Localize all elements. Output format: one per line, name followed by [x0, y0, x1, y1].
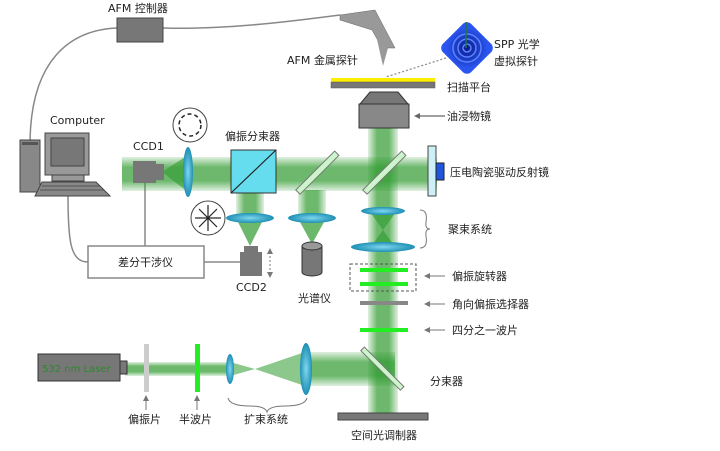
- azimuthal-polarization-icon: [172, 107, 208, 143]
- spp-probe-label-2: 虚拟探针: [494, 54, 538, 68]
- mirror-main: [362, 150, 407, 195]
- polarizer: [144, 344, 149, 392]
- computer-icon: [19, 132, 112, 197]
- beam-focus-ccd1: [162, 155, 188, 192]
- ccd2-body: [240, 252, 262, 276]
- spectrometer-label: 光谱仪: [298, 291, 331, 305]
- ccd1-lens: [183, 147, 193, 197]
- focus-system-brace: [419, 209, 431, 249]
- beam-laser: [125, 362, 230, 376]
- focus-lens-1: [361, 207, 405, 215]
- objective-top: [358, 91, 410, 105]
- beam-splitter-label: 分束器: [430, 375, 463, 388]
- radial-polarization-icon: [190, 200, 226, 236]
- cable-computer-afm: [29, 27, 118, 146]
- beam-splitter: [360, 346, 405, 391]
- beam-expand-1: [230, 362, 255, 376]
- differential-interferometer-label: 差分干涉仪: [118, 255, 173, 269]
- beam-focus-ccd2: [238, 222, 262, 246]
- focus-system-label: 聚束系统: [448, 223, 492, 236]
- afm-controller-box: [116, 17, 164, 43]
- mirror-spectrometer: [295, 150, 340, 195]
- spatial-light-modulator: [337, 412, 429, 421]
- spp-probe-label-1: SPP 光学: [494, 37, 540, 51]
- expander-lens-2: [300, 343, 312, 395]
- piezo-mirror-label: 压电陶瓷驱动反射镜: [450, 165, 549, 179]
- quarter-wave-plate-label: 四分之一波片: [452, 323, 518, 337]
- rotator-plate-1: [360, 268, 408, 272]
- ccd1-body: [133, 161, 156, 183]
- afm-probe-label: AFM 金属探针: [287, 53, 358, 67]
- polarizer-label: 偏振片: [128, 412, 161, 426]
- scan-stage: [330, 81, 436, 89]
- focus-lens-2: [351, 242, 415, 252]
- afm-controller-label: AFM 控制器: [108, 1, 168, 15]
- beam-expander-brace: [227, 397, 308, 414]
- quarter-wave-plate: [360, 328, 408, 332]
- scan-stage-label: 扫描平台: [447, 80, 491, 94]
- rotator-plate-2: [360, 282, 408, 286]
- computer-label: Computer: [50, 114, 105, 127]
- polarization-rotator-box: [349, 263, 417, 292]
- oil-objective: [358, 103, 410, 129]
- ccd1-label: CCD1: [133, 140, 164, 153]
- beam-focus-system: [370, 212, 396, 248]
- expander-lens-1: [226, 354, 234, 384]
- half-wave-plate: [195, 344, 200, 392]
- pbs-label: 偏振分束器: [225, 129, 280, 143]
- ccd2-label: CCD2: [236, 281, 267, 294]
- beam-expander-label: 扩束系统: [244, 412, 288, 426]
- spectrometer-lens: [288, 213, 336, 223]
- gold-film: [331, 78, 435, 82]
- spp-probe-icon: [441, 22, 493, 74]
- angular-selector-label: 角向偏振选择器: [452, 297, 529, 311]
- ccd2-lens: [226, 213, 274, 223]
- beam-focus-spectrometer: [300, 222, 324, 244]
- spectrometer-icon: [301, 241, 323, 277]
- spp-pointer-line: [385, 57, 447, 78]
- ccd1-lens-mount: [156, 164, 164, 180]
- piezo-mirror: [427, 145, 437, 197]
- slm-label: 空间光调制器: [351, 428, 417, 442]
- angular-polarization-selector: [360, 301, 408, 305]
- oil-objective-label: 油浸物镜: [447, 109, 491, 123]
- half-wave-plate-label: 半波片: [179, 412, 212, 426]
- cable-afm-probe: [162, 14, 341, 30]
- polarization-rotator-label: 偏振旋转器: [452, 269, 507, 283]
- laser-body: [37, 353, 121, 382]
- beam-expand-2: [255, 352, 305, 386]
- laser-label: 532 nm Laser: [42, 364, 112, 375]
- differential-interferometer-box: [87, 245, 205, 279]
- afm-cantilever: [339, 9, 396, 49]
- afm-tip: [376, 35, 388, 66]
- cable-computer-interferometer: [67, 194, 89, 263]
- piezo-actuator: [435, 162, 445, 181]
